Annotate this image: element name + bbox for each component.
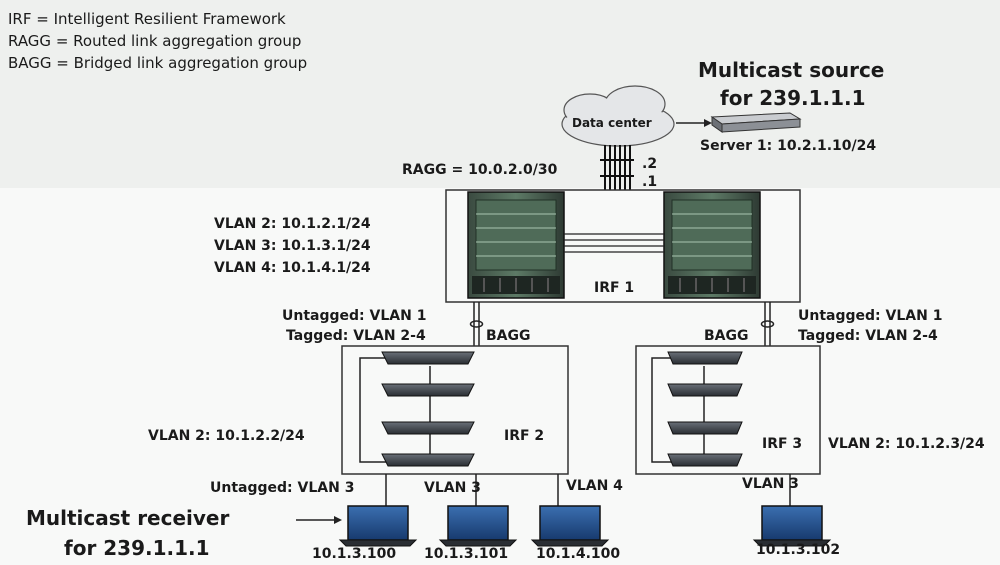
irf2-switches [381,351,475,467]
irf2-label: IRF 2 [504,428,545,444]
laptop-icon [438,505,518,547]
irf3-label: IRF 3 [762,436,803,452]
multicast-receiver-title: Multicast receiver [26,506,230,530]
irf3-vlan-label: VLAN 2: 10.1.2.3/24 [828,436,985,452]
irf2-stack-ring [359,357,431,463]
laptop-icon [752,505,832,547]
arrow-head-icon [704,119,712,127]
core-switch-2-icon [663,191,761,299]
irf1-interconnect [564,233,664,253]
right-untagged-label: Untagged: VLAN 1 [798,308,943,324]
ragg-label: RAGG = 10.0.2.0/30 [402,162,558,178]
ragg-ip-bottom: .1 [642,174,658,190]
laptop-icon [338,505,418,547]
data-center-cloud [561,85,675,147]
host-4-ip: 10.1.3.102 [756,542,841,558]
ragg-link [600,145,634,190]
irf1-frame [445,189,801,303]
host-4-port-label: VLAN 3 [742,476,799,492]
legend-ragg: RAGG = Routed link aggregation group [8,32,302,50]
core-vlan-3: VLAN 3: 10.1.3.1/24 [214,238,371,254]
arrow-head-icon [334,516,342,524]
irf1-label: IRF 1 [594,280,635,296]
data-center-label: Data center [572,116,652,130]
bagg-left-link [469,302,484,346]
host-2-port-label: VLAN 3 [424,480,481,496]
ragg-ip-top: .2 [642,156,658,172]
left-bagg-label: BAGG [486,328,531,344]
core-vlan-4: VLAN 4: 10.1.4.1/24 [214,260,371,276]
irf2-frame [341,345,569,475]
multicast-receiver-group: for 239.1.1.1 [64,536,210,560]
server-1-icon [710,112,802,133]
irf2-vlan-label: VLAN 2: 10.1.2.2/24 [148,428,305,444]
laptop-icon [530,505,610,547]
right-bagg-label: BAGG [704,328,749,344]
legend-irf: IRF = Intelligent Resilient Framework [8,10,286,28]
host-1-ip: 10.1.3.100 [312,546,397,562]
irf3-frame [635,345,821,475]
irf3-switches [667,351,743,467]
server-1-label: Server 1: 10.2.1.10/24 [700,138,877,154]
host-3-ip: 10.1.4.100 [536,546,621,562]
left-tagged-label: Tagged: VLAN 2-4 [286,328,426,344]
irf3-stack-ring [651,357,705,463]
left-untagged-label: Untagged: VLAN 1 [282,308,427,324]
legend-bagg: BAGG = Bridged link aggregation group [8,54,308,72]
core-switch-1-icon [467,191,565,299]
access-links [385,474,791,508]
multicast-source-title: Multicast source [698,58,885,82]
multicast-source-group: for 239.1.1.1 [720,86,866,110]
right-tagged-label: Tagged: VLAN 2-4 [798,328,938,344]
host-1-port-label: Untagged: VLAN 3 [210,480,355,496]
bagg-right-link [760,302,775,346]
core-vlan-2: VLAN 2: 10.1.2.1/24 [214,216,371,232]
host-3-port-label: VLAN 4 [566,478,623,494]
host-2-ip: 10.1.3.101 [424,546,509,562]
